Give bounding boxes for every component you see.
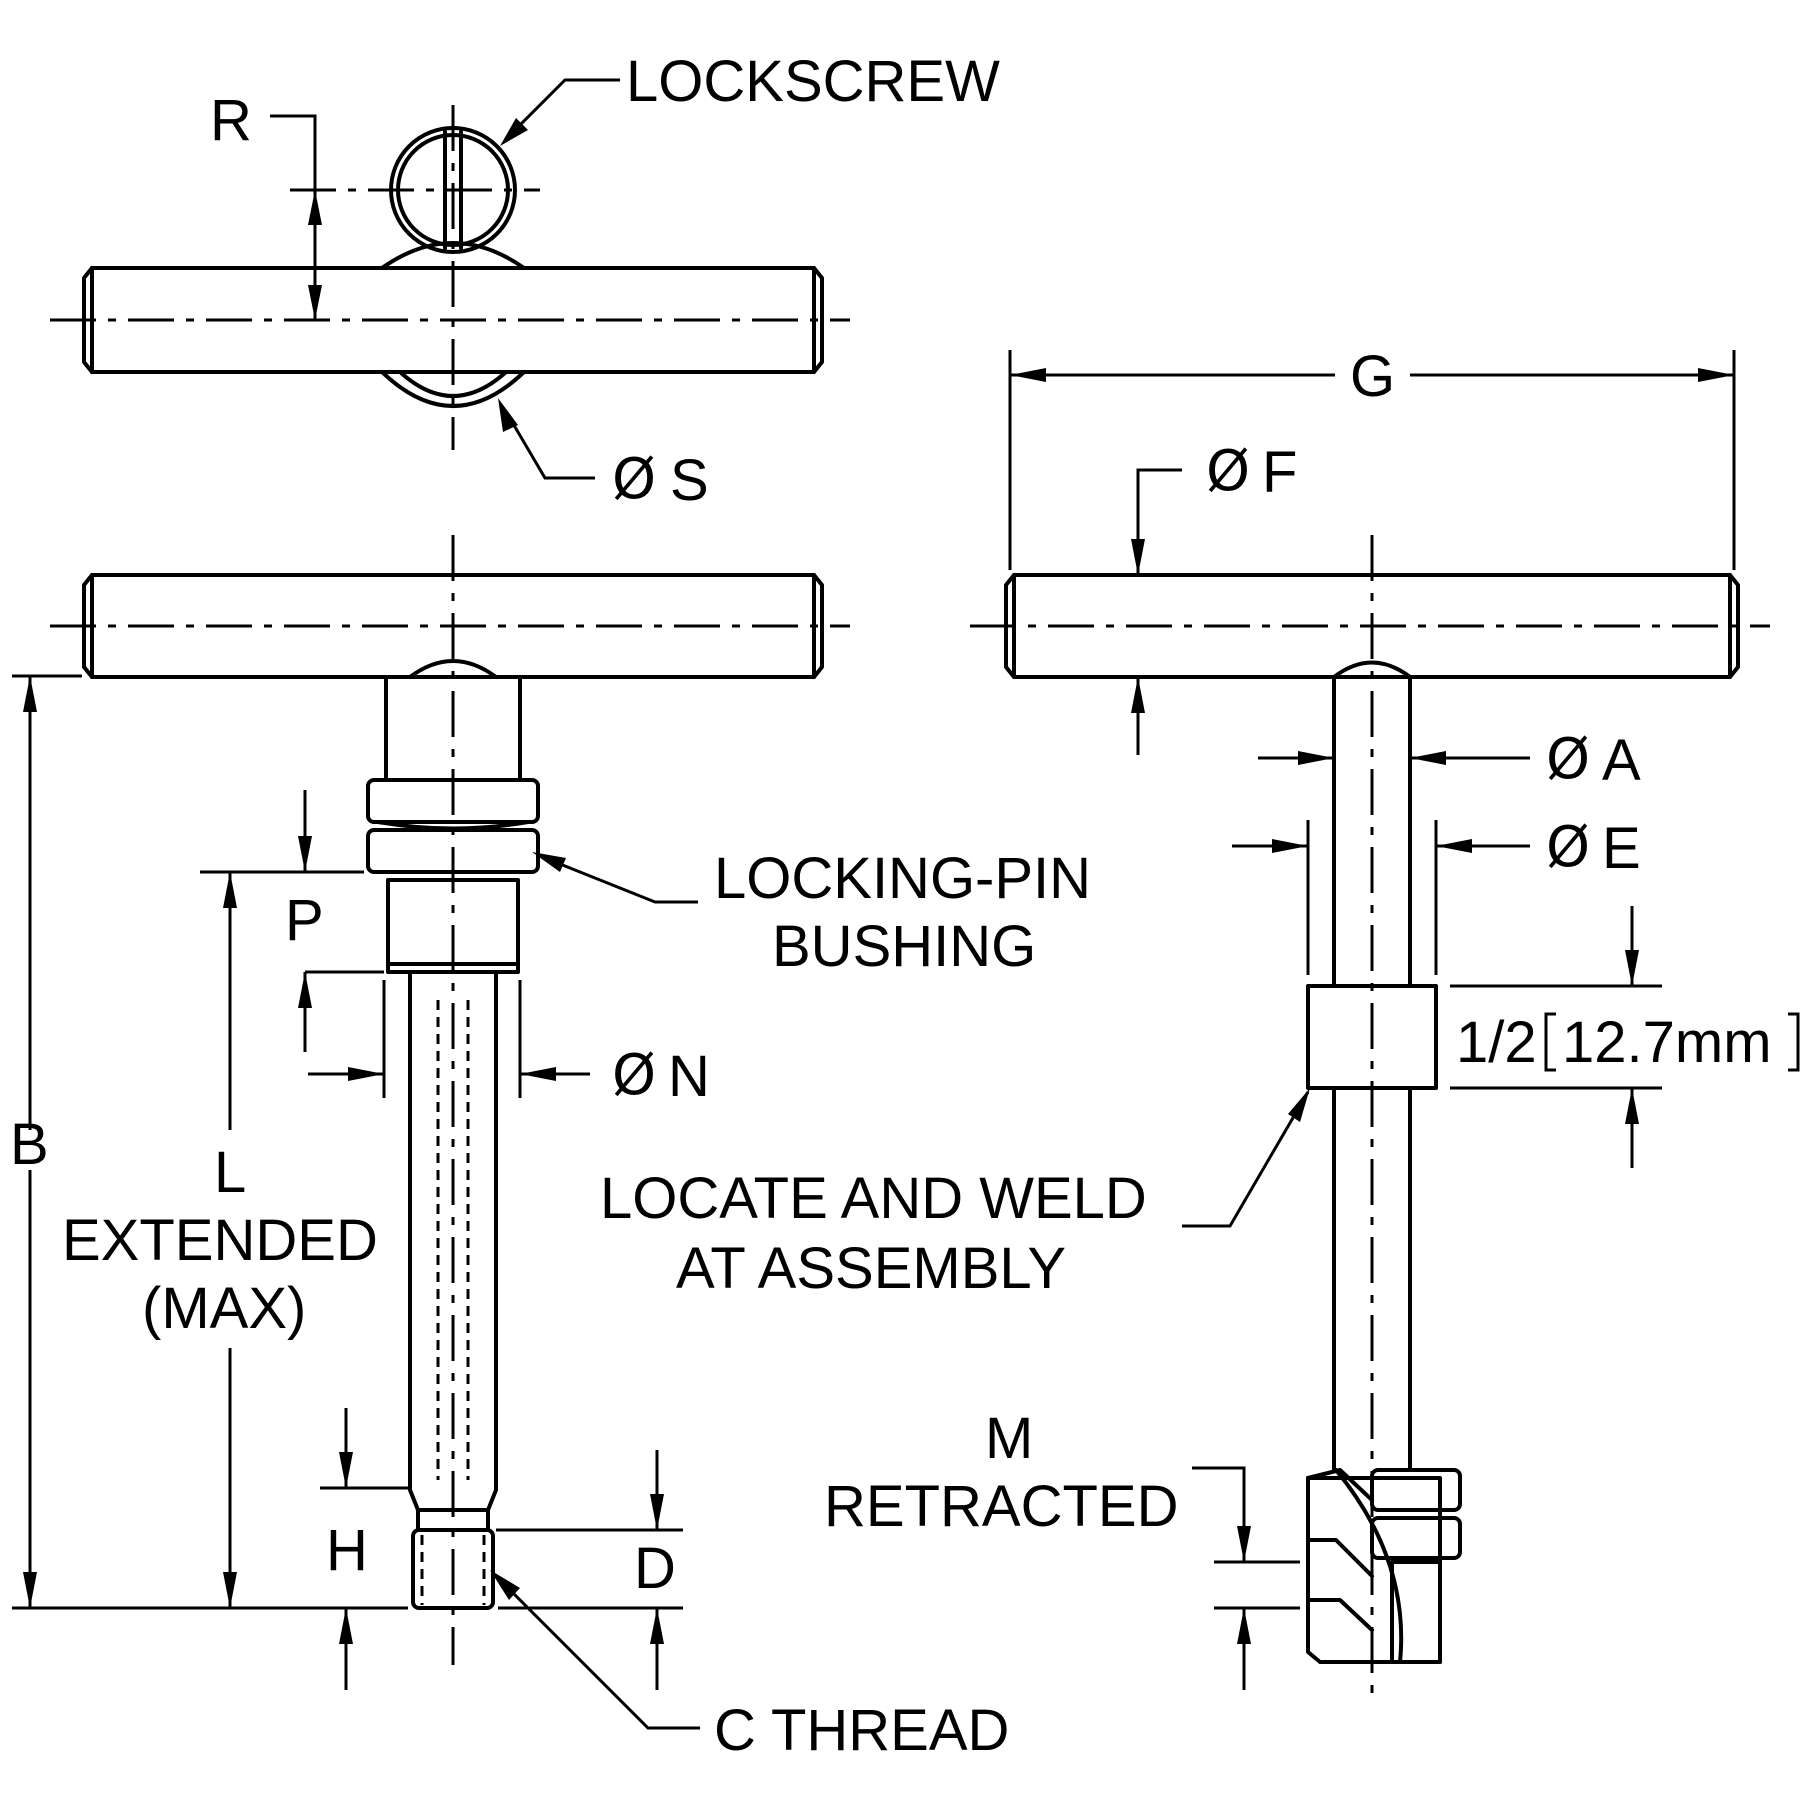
arrowhead [223, 1572, 237, 1608]
m-label: M [985, 1406, 1033, 1471]
arrowhead [498, 398, 518, 432]
arrowhead [650, 1494, 664, 1530]
shaft-weld [408, 659, 498, 679]
arrowhead [339, 1608, 353, 1644]
arrowhead [298, 836, 312, 872]
arrowhead [1288, 1088, 1310, 1122]
arrowhead [520, 1067, 556, 1081]
m-leader [1192, 1466, 1246, 1562]
c-thread-leader [496, 1576, 700, 1730]
arrowhead [23, 1572, 37, 1608]
diameter-symbol: Ø [1546, 727, 1590, 792]
bushing-label: BUSHING [772, 914, 1036, 979]
half-inch-label: 1/2 [1456, 1010, 1537, 1075]
arrowhead [1698, 368, 1734, 382]
arrowhead [1410, 751, 1446, 765]
shaft-lower [1332, 1086, 1412, 1472]
arrowhead [1237, 1526, 1251, 1562]
arrowhead [308, 190, 322, 225]
shaft [1332, 675, 1412, 988]
top-view [50, 78, 850, 480]
diameter-symbol: Ø [1206, 439, 1250, 504]
bushing-body [1390, 1560, 1442, 1664]
retracted-label: RETRACTED [824, 1474, 1178, 1539]
extended-label: EXTENDED [62, 1208, 378, 1273]
arrowhead [1625, 1088, 1639, 1124]
bracket [1306, 1476, 1442, 1664]
f-label: F [1262, 440, 1297, 505]
s-leader [503, 409, 595, 480]
d-label: D [634, 1536, 676, 1601]
bracket-right [1788, 1012, 1800, 1072]
r-leader [270, 114, 317, 190]
side-view [970, 350, 1800, 1700]
arrowhead [23, 676, 37, 712]
arrowhead [1298, 751, 1334, 765]
b-label: B [10, 1112, 49, 1177]
locking-pin [408, 970, 498, 1532]
bushing-leader [539, 854, 698, 904]
arrowhead [298, 972, 312, 1008]
arrowhead [1436, 839, 1472, 853]
r-label: R [210, 88, 252, 153]
arrowhead [532, 852, 566, 872]
diameter-symbol: Ø [1546, 815, 1590, 880]
bracket-section [1306, 1468, 1374, 1632]
arrowhead [348, 1067, 384, 1081]
p-label: P [285, 888, 324, 953]
arrowhead [500, 118, 528, 146]
half-inch-mm-label: 12.7mm [1562, 1010, 1772, 1075]
arrowhead [1131, 539, 1145, 575]
bushing-ring [1370, 1516, 1462, 1560]
shaft-weld [1332, 660, 1412, 679]
arrowhead [650, 1608, 664, 1644]
weld-leader [1182, 1091, 1310, 1228]
arrowhead [1010, 368, 1046, 382]
l-label: L [214, 1140, 246, 1205]
arrowhead [490, 1570, 520, 1600]
labels: LOCKSCREW R Ø S G Ø F Ø A Ø E P Ø N B L … [10, 49, 1772, 1763]
f-leader [1136, 468, 1182, 575]
arrowhead [223, 872, 237, 908]
bracket-curve [1334, 1468, 1404, 1664]
s-label: S [670, 448, 709, 513]
a-label: A [1602, 728, 1641, 793]
c-thread-label: C THREAD [714, 1698, 1009, 1763]
arrowhead [1237, 1608, 1251, 1644]
arrowhead [1131, 677, 1145, 713]
e-label: E [1602, 816, 1641, 881]
boss-outline-bottom [380, 370, 526, 408]
h-label: H [326, 1518, 368, 1583]
max-label: (MAX) [142, 1276, 306, 1341]
locate-weld-label: LOCATE AND WELD [600, 1166, 1147, 1231]
diameter-symbol: Ø [612, 447, 656, 512]
shaft-upper [384, 675, 522, 782]
arrowhead [1625, 950, 1639, 986]
arrowhead [339, 1452, 353, 1488]
front-view [12, 535, 850, 1730]
arrowhead [1272, 839, 1308, 853]
locking-pin-label: LOCKING-PIN [714, 846, 1091, 911]
diameter-symbol: Ø [612, 1043, 656, 1108]
g-label: G [1350, 344, 1395, 409]
arrowhead [308, 285, 322, 320]
lockscrew-leader [503, 78, 620, 142]
bracket-left [1544, 1012, 1556, 1072]
n-label: N [668, 1044, 710, 1109]
boss-inner-bottom [398, 370, 508, 398]
lockscrew-label: LOCKSCREW [626, 49, 1000, 114]
at-assembly-label: AT ASSEMBLY [676, 1236, 1066, 1301]
